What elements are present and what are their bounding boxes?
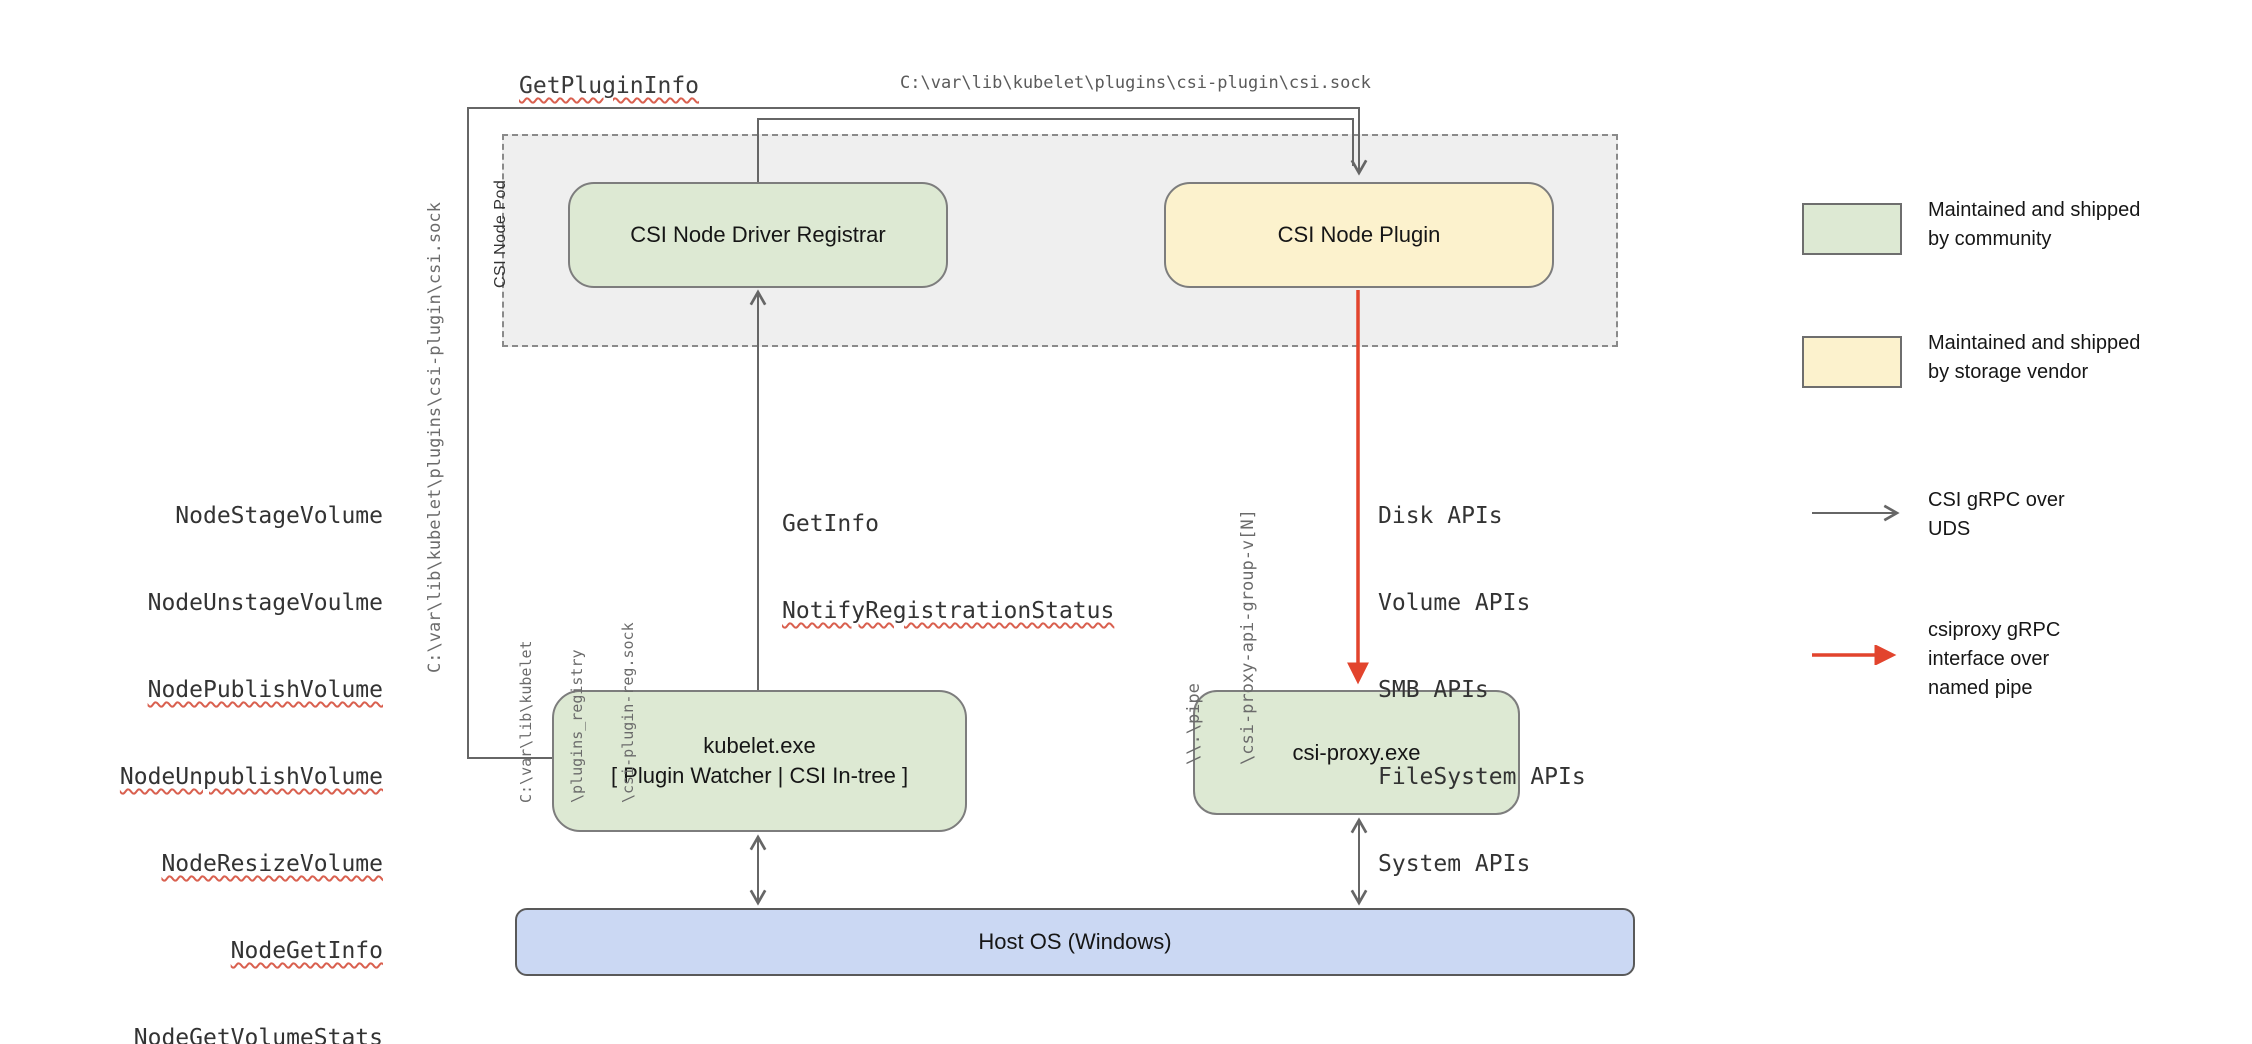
legend-red-arrow-icon bbox=[1812, 645, 1897, 665]
legend-text-vendor: Maintained and shipped by storage vendor bbox=[1928, 329, 2140, 387]
label-csi-sock-path-top: C:\var\lib\kubelet\plugins\csi-plugin\cs… bbox=[900, 73, 1371, 93]
legend-swatch-community-green bbox=[1802, 203, 1902, 255]
list-item: NodeGetInfo bbox=[230, 938, 383, 964]
legend-text-line: Maintained and shipped bbox=[1928, 332, 2141, 354]
host-os-label: Host OS (Windows) bbox=[978, 929, 1172, 954]
registration-labels: GetInfo NotifyRegistrationStatus bbox=[782, 452, 1114, 684]
list-item: SMB APIs bbox=[1378, 677, 1489, 703]
list-item: Disk APIs bbox=[1378, 503, 1503, 529]
legend-text-line: by storage vendor bbox=[1928, 361, 2089, 383]
node-csi-node-driver-registrar: CSI Node Driver Registrar bbox=[568, 182, 948, 288]
node-csi-proxy-exe: csi-proxy.exe bbox=[1193, 690, 1520, 815]
legend-text-line: UDS bbox=[1928, 518, 1971, 540]
legend-text-line: CSI gRPC over bbox=[1928, 489, 2065, 511]
pipe-path-line2: \csi-proxy-api-group-v[N] bbox=[1238, 509, 1258, 765]
node-host-os-windows: Host OS (Windows) bbox=[515, 908, 1635, 976]
label-getinfo: GetInfo bbox=[782, 511, 879, 537]
legend-text-line: by community bbox=[1928, 228, 2052, 250]
legend-text-line: named pipe bbox=[1928, 677, 2033, 699]
registry-path-line3: \csi-plugin-reg.sock bbox=[619, 622, 637, 803]
legend-gray-arrow-icon bbox=[1812, 504, 1900, 522]
legend-text-named-pipe: csiproxy gRPC interface over named pipe bbox=[1928, 616, 2060, 703]
csi-proxy-label: csi-proxy.exe bbox=[1292, 739, 1421, 765]
list-item: NodeGetVolumeStats bbox=[133, 1025, 383, 1044]
node-rpc-list: NodeStageVolume NodeUnstageVoulme NodePu… bbox=[100, 444, 383, 1044]
list-item: Volume APIs bbox=[1378, 590, 1531, 616]
legend-text-line: csiproxy gRPC bbox=[1928, 619, 2061, 641]
registrar-label: CSI Node Driver Registrar bbox=[630, 222, 886, 247]
legend-text-line: interface over bbox=[1928, 648, 2050, 670]
legend-text-line: Maintained and shipped bbox=[1928, 199, 2141, 221]
list-item: NodeResizeVolume bbox=[161, 851, 383, 877]
registry-path-line1: C:\var\lib\kubelet bbox=[517, 640, 535, 803]
node-kubelet-exe: kubelet.exe [ Plugin Watcher | CSI In-tr… bbox=[552, 690, 967, 832]
legend-text-community: Maintained and shipped by community bbox=[1928, 196, 2140, 254]
line-registrar-to-plugin bbox=[757, 118, 1354, 182]
kubelet-label: kubelet.exe [ Plugin Watcher | CSI In-tr… bbox=[611, 731, 908, 791]
legend-swatch-vendor-yellow bbox=[1802, 336, 1902, 388]
plugin-label: CSI Node Plugin bbox=[1277, 222, 1441, 247]
list-item: NodeUnstageVoulme bbox=[147, 590, 383, 616]
label-csi-sock-path-left: C:\var\lib\kubelet\plugins\csi-plugin\cs… bbox=[425, 202, 445, 673]
registry-path-line2: \plugins_registry bbox=[568, 649, 586, 803]
pipe-path-line1: \\.\pipe bbox=[1184, 683, 1204, 765]
line-kubelet-to-plugin bbox=[467, 107, 1368, 759]
kubelet-label-line1: kubelet.exe bbox=[703, 733, 816, 758]
list-item: System APIs bbox=[1378, 851, 1531, 877]
label-notifyregistrationstatus: NotifyRegistrationStatus bbox=[782, 598, 1115, 624]
label-pipe-path: \\.\pipe \csi-proxy-api-group-v[N] bbox=[1149, 509, 1293, 765]
label-getplugininfo: GetPluginInfo bbox=[519, 73, 700, 99]
list-item: NodeStageVolume bbox=[175, 503, 383, 529]
kubelet-label-line2: [ Plugin Watcher | CSI In-tree ] bbox=[610, 763, 909, 788]
csi-node-pod-label: CSI Node Pod bbox=[492, 179, 509, 288]
list-item: NodePublishVolume bbox=[147, 677, 383, 703]
list-item: FileSystem APIs bbox=[1378, 764, 1586, 790]
list-item: NodeUnpublishVolume bbox=[119, 764, 383, 790]
legend-text-uds: CSI gRPC over UDS bbox=[1928, 486, 2065, 544]
label-registry-path: C:\var\lib\kubelet \plugins_registry \cs… bbox=[484, 622, 671, 803]
node-csi-node-plugin: CSI Node Plugin bbox=[1164, 182, 1554, 288]
proxy-api-list: Disk APIs Volume APIs SMB APIs FileSyste… bbox=[1378, 444, 1586, 937]
